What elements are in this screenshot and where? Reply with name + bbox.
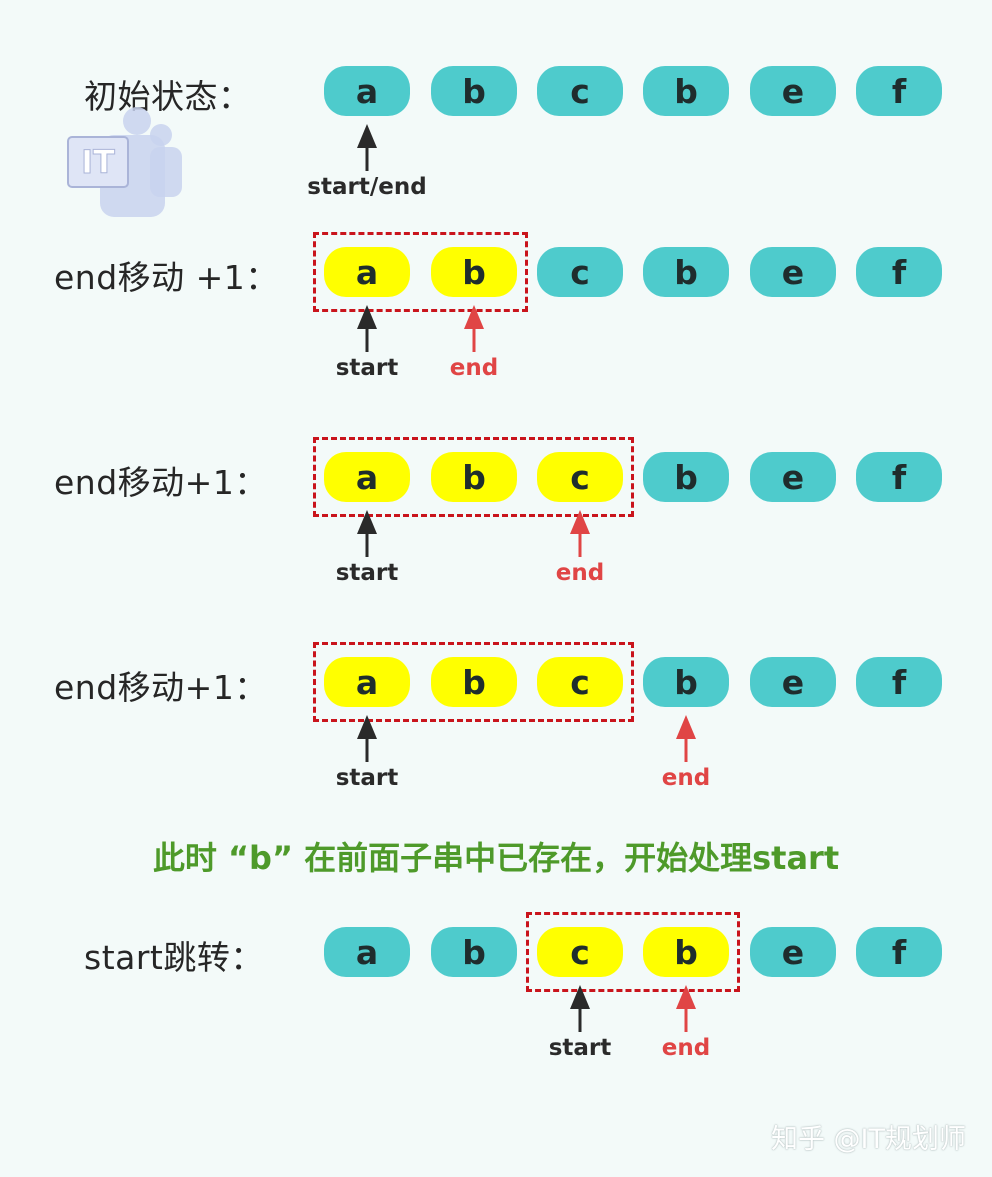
char-cell-1-5: f [856,247,942,297]
char-cell-2-5: f [856,452,942,502]
logo-text: IT [81,143,115,181]
pointer-label-3-0: start [335,765,399,791]
char-cell-3-5: f [856,657,942,707]
char-cell-4-4: e [750,927,836,977]
char-cell-2-3: b [643,452,729,502]
pointer-arrow-1-0 [357,305,377,352]
char-cell-4-2: c [537,927,623,977]
char-cell-4-5: f [856,927,942,977]
pointer-arrow-2-0 [357,510,377,557]
char-cell-2-0: a [324,452,410,502]
char-cell-1-3: b [643,247,729,297]
pointer-label-0-0: start/end [307,174,427,200]
char-cell-3-2: c [537,657,623,707]
row-label-2: end移动+1： [54,463,268,502]
char-cell-0-5: f [856,66,942,116]
pointer-arrow-4-1 [676,985,696,1032]
pointer-label-2-0: start [335,560,399,586]
char-cell-0-2: c [537,66,623,116]
char-cell-2-4: e [750,452,836,502]
window-box-3 [313,642,634,722]
char-cell-3-0: a [324,657,410,707]
char-cell-0-0: a [324,66,410,116]
char-cell-3-4: e [750,657,836,707]
char-cell-3-3: b [643,657,729,707]
pointer-label-2-1: end [555,560,605,586]
row-label-0: 初始状态： [84,77,252,116]
char-cell-1-2: c [537,247,623,297]
window-box-1 [313,232,528,312]
pointer-arrow-3-1 [676,715,696,762]
char-cell-0-1: b [431,66,517,116]
pointer-label-4-0: start [548,1035,612,1061]
char-cell-1-1: b [431,247,517,297]
row-label-1: end移动 +1： [54,258,279,297]
char-cell-3-1: b [431,657,517,707]
char-cell-4-3: b [643,927,729,977]
char-cell-0-4: e [750,66,836,116]
pointer-label-3-1: end [661,765,711,791]
char-cell-4-1: b [431,927,517,977]
pointer-label-4-1: end [661,1035,711,1061]
char-cell-0-3: b [643,66,729,116]
pointer-label-1-1: end [449,355,499,381]
pointer-arrow-3-0 [357,715,377,762]
row-label-3: end移动+1： [54,668,268,707]
it-logo: IT [62,105,187,224]
pointer-arrow-2-1 [570,510,590,557]
pointer-arrow-0-0 [357,124,377,171]
pointer-arrow-1-1 [464,305,484,352]
zhihu-watermark: 知乎 @IT规划师 [770,1124,966,1155]
explanation-message: 此时 “b” 在前面子串中已存在，开始处理start [152,839,840,877]
char-cell-2-1: b [431,452,517,502]
window-box-2 [313,437,634,517]
row-label-4: start跳转： [84,938,264,977]
char-cell-2-2: c [537,452,623,502]
char-cell-1-0: a [324,247,410,297]
char-cell-1-4: e [750,247,836,297]
window-box-4 [526,912,740,992]
pointer-label-1-0: start [335,355,399,381]
pointer-arrow-4-0 [570,985,590,1032]
char-cell-4-0: a [324,927,410,977]
